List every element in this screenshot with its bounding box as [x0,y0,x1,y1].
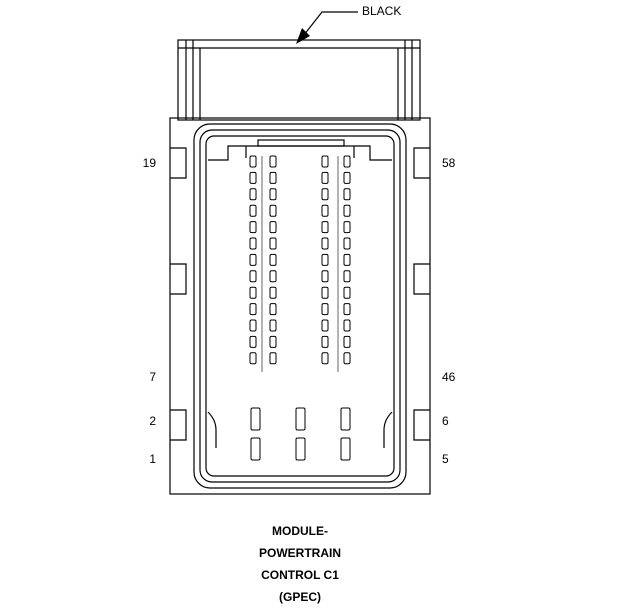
pin-cavity [249,270,257,283]
pin-cavity [321,270,329,283]
side-tabs [170,147,430,441]
pin-cavity [269,335,277,348]
pin-cavity [269,253,277,266]
pin-cavity [250,437,261,461]
pin-label-19: 19 [142,156,156,170]
pin-cavity [321,335,329,348]
pin-cavity [269,270,277,283]
pin-cavity [321,188,329,201]
pin-cavity [269,286,277,299]
pin-cavity [269,155,277,168]
pin-cavities [249,155,351,461]
pin-cavity [343,303,351,316]
pin-label-46: 46 [442,370,456,384]
pin-label-2: 2 [149,414,156,428]
pin-cavity [321,253,329,266]
pin-cavity [343,188,351,201]
pin-cavity [343,319,351,332]
pin-cavity [269,221,277,234]
pin-cavity [269,319,277,332]
pin-cavity [249,352,257,365]
pin-cavity [269,188,277,201]
pin-cavity [343,221,351,234]
pin-cavity [343,171,351,184]
pin-cavity [250,407,261,431]
inner-shroud [199,129,401,483]
connector-latch [177,39,421,121]
caption-line-3: CONTROL C1 [261,568,339,582]
pin-cavity [269,352,277,365]
pin-cavity [249,171,257,184]
pin-label-58: 58 [442,156,456,170]
pin-cavity [321,155,329,168]
pin-cavity [343,155,351,168]
pin-cavity [343,352,351,365]
pin-cavity [295,407,306,431]
diagram-caption: MODULE- POWERTRAIN CONTROL C1 (GPEC) [200,520,400,608]
pin-cavity [249,237,257,250]
pin-cavity [340,407,351,431]
caption-line-2: POWERTRAIN [259,546,341,560]
wire-color-label: BLACK [362,4,402,18]
key-notch [208,145,392,161]
connector-body [169,117,431,495]
pin-cavity [343,204,351,217]
pin-cavity [249,286,257,299]
pin-cavity [343,286,351,299]
pin-cavity [249,335,257,348]
pin-cavity [321,319,329,332]
pin-cavity [249,188,257,201]
pin-cavity [269,171,277,184]
pin-cavity [321,352,329,365]
pin-cavity [249,221,257,234]
pin-cavity [249,155,257,168]
pin-cavity [249,319,257,332]
pin-cavity [321,286,329,299]
pin-cavity [249,253,257,266]
pin-cavity [269,237,277,250]
pin-cavity [343,253,351,266]
pin-cavity [340,437,351,461]
pin-cavity [343,335,351,348]
pin-cavity [321,303,329,316]
pin-cavity [269,204,277,217]
pin-cavity [321,237,329,250]
pin-cavity [343,270,351,283]
pin-cavity [295,437,306,461]
pin-label-1: 1 [149,452,156,466]
pin-cavity [343,237,351,250]
caption-line-4: (GPEC) [279,590,321,604]
pin-cavity [249,303,257,316]
outer-shroud [193,123,407,489]
pin-cavity [249,204,257,217]
pin-cavity [321,171,329,184]
pin-label-5: 5 [442,452,449,466]
pin-label-7: 7 [149,370,156,384]
cavity-wall [205,135,395,477]
pin-cavity [269,303,277,316]
pin-cavity [321,221,329,234]
pin-label-6: 6 [442,414,449,428]
leader-arrow [296,11,358,44]
caption-line-1: MODULE- [272,524,328,538]
pin-cavity [321,204,329,217]
